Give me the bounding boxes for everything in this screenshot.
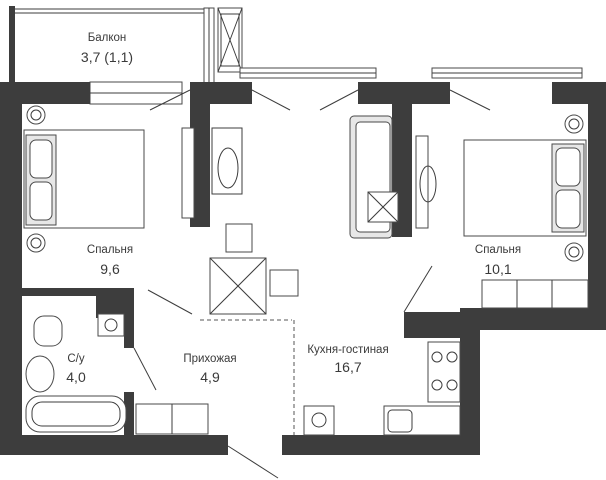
kitchen-furniture bbox=[303, 341, 461, 436]
room-label-bathroom: С/у 4,0 bbox=[66, 353, 86, 385]
room-label-bedroom1: Спальня 9,6 bbox=[87, 244, 133, 277]
room-area-hallway: 4,9 bbox=[200, 369, 220, 385]
walls bbox=[0, 82, 606, 455]
room-area-kitchen: 16,7 bbox=[334, 359, 361, 375]
bathroom-furniture bbox=[25, 313, 209, 435]
room-area-balcony: 3,7 (1,1) bbox=[81, 49, 133, 65]
room-area-bedroom1: 9,6 bbox=[100, 261, 120, 277]
room-label-kitchen: Кухня-гостиная 16,7 bbox=[307, 344, 388, 375]
bedroom2-furniture bbox=[463, 114, 589, 309]
living-furniture bbox=[349, 115, 437, 239]
dining-furniture bbox=[209, 223, 299, 315]
bedroom1-furniture bbox=[23, 105, 243, 253]
room-name-hallway: Прихожая bbox=[183, 353, 236, 365]
room-label-balcony: Балкон 3,7 (1,1) bbox=[81, 32, 133, 65]
room-name-kitchen: Кухня-гостиная bbox=[307, 344, 388, 356]
room-area-bedroom2: 10,1 bbox=[484, 261, 511, 277]
room-name-bathroom: С/у bbox=[67, 353, 85, 365]
room-area-bathroom: 4,0 bbox=[66, 369, 86, 385]
windows bbox=[239, 67, 583, 79]
doors bbox=[133, 89, 491, 479]
room-name-bedroom2: Спальня bbox=[475, 244, 521, 256]
room-label-bedroom2: Спальня 10,1 bbox=[475, 244, 521, 277]
balcony-outline bbox=[9, 6, 243, 105]
room-name-balcony: Балкон bbox=[88, 32, 127, 44]
room-label-hallway: Прихожая 4,9 bbox=[183, 353, 236, 385]
dashed-boundaries bbox=[200, 319, 295, 435]
room-name-bedroom1: Спальня bbox=[87, 244, 133, 256]
